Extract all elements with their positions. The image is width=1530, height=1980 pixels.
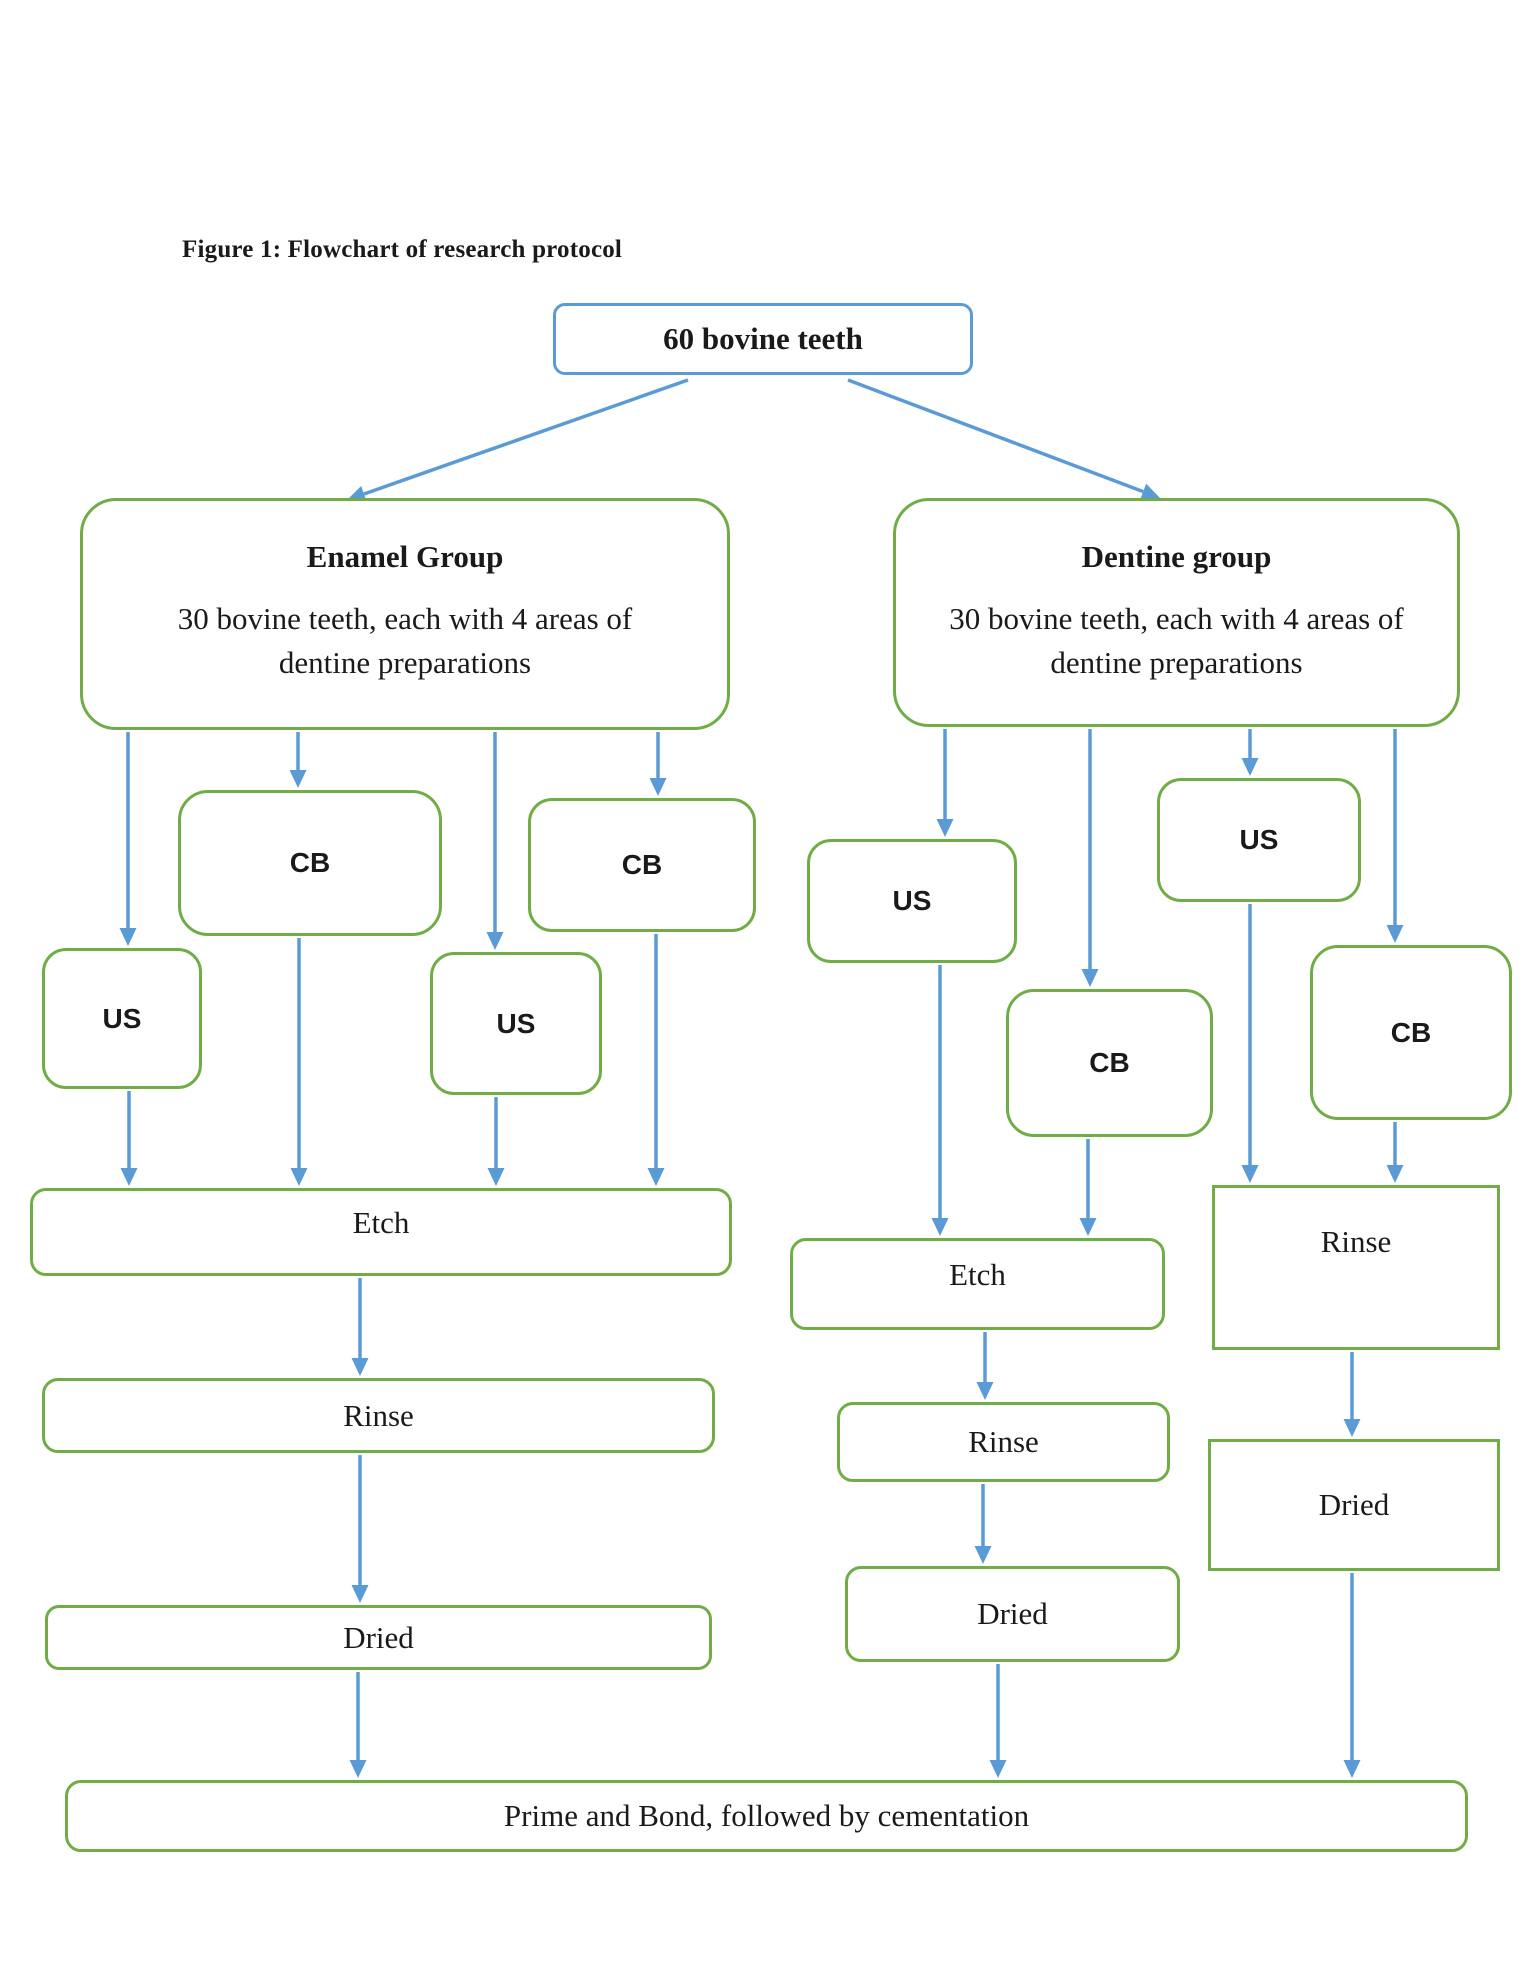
node-dentine-us-a: US (807, 839, 1017, 963)
arrow-cb-b-to-etch-enamel-head (647, 1168, 665, 1186)
node-enamel-us-a: US (42, 948, 202, 1089)
node-60-bovine-teeth: 60 bovine teeth (553, 303, 973, 375)
group-body-line: dentine preparations (1050, 645, 1303, 680)
node-rinse-dentine-right: Rinse (1212, 1185, 1500, 1350)
arrow-us-a-to-etch-enamel-head (120, 1168, 138, 1186)
arrow-enamel-to-us-a-head (119, 928, 137, 946)
node-label: Rinse (968, 1424, 1039, 1459)
figure-caption: Figure 1: Flowchart of research protocol (182, 236, 623, 263)
node-dried-dentine-right: Dried (1208, 1439, 1500, 1571)
arrow-dried-to-final-dentine-head (989, 1760, 1007, 1778)
node-dentine-cb-a: CB (1006, 989, 1213, 1137)
group-title: Enamel Group (306, 539, 504, 574)
node-label: Rinse (1320, 1224, 1392, 1259)
arrow-dentine-to-us-b-head (1241, 758, 1259, 776)
arrow-us-b-to-etch-enamel-head (487, 1168, 505, 1186)
arrow-root-to-dentine (847, 378, 1144, 494)
arrow-dentine-to-us-a-head (936, 819, 954, 837)
node-label: Dried (977, 1596, 1048, 1631)
arrow-us-a-to-etch-dentine-head (931, 1218, 949, 1236)
node-dentine-cb-b: CB (1310, 945, 1512, 1120)
node-dried-enamel: Dried (45, 1605, 712, 1670)
arrow-rinse-to-dried-dentine-head (974, 1546, 992, 1564)
node-etch-enamel: Etch (30, 1188, 732, 1276)
node-enamel-cb-a: CB (178, 790, 442, 936)
arrow-root-to-enamel (363, 378, 689, 496)
node-dried-dentine: Dried (845, 1566, 1180, 1662)
node-enamel-cb-b: CB (528, 798, 756, 932)
group-body-line: dentine preparations (278, 645, 532, 680)
node-label: Etch (949, 1257, 1006, 1292)
node-label: US (1239, 824, 1279, 855)
node-enamel-us-b: US (430, 952, 602, 1095)
node-label: CB (1089, 1047, 1130, 1078)
node-label: US (892, 885, 932, 916)
arrow-etch-to-rinse-dentine-head (976, 1382, 994, 1400)
node-label: CB (621, 849, 663, 880)
node-label: Rinse (343, 1397, 414, 1433)
node-label: 60 bovine teeth (663, 321, 863, 356)
node-label: Etch (352, 1205, 410, 1240)
node-prime-and-bond: Prime and Bond, followed by cementation (65, 1780, 1468, 1852)
arrow-cb-a-to-etch-enamel-head (290, 1168, 308, 1186)
arrow-dentine-to-cb-a-head (1081, 969, 1099, 987)
arrow-etch-to-rinse-enamel-head (351, 1358, 369, 1376)
node-label: Dried (1318, 1487, 1390, 1522)
group-body-line: 30 bovine teeth, each with 4 areas of (177, 601, 633, 636)
arrow-us-b-to-rinse-dentine-head (1241, 1165, 1259, 1183)
node-dentine-group: Dentine group 30 bovine teeth, each with… (893, 498, 1460, 727)
node-label: US (102, 1002, 142, 1034)
group-body: 30 bovine teeth, each with 4 areas of de… (949, 597, 1404, 685)
arrow-enamel-to-cb-b-head (649, 778, 667, 796)
arrow-rinse-to-dried-right-head (1343, 1419, 1361, 1437)
arrow-cb-a-to-etch-dentine-head (1079, 1218, 1097, 1236)
node-rinse-dentine: Rinse (837, 1402, 1170, 1482)
arrow-rinse-to-dried-enamel-head (351, 1585, 369, 1603)
node-rinse-enamel: Rinse (42, 1378, 715, 1453)
node-enamel-group: Enamel Group 30 bovine teeth, each with … (80, 498, 730, 730)
arrow-cb-b-to-rinse-dentine-head (1386, 1165, 1404, 1183)
arrow-dried-to-final-enamel-head (349, 1760, 367, 1778)
node-label: CB (1390, 1016, 1432, 1048)
arrow-enamel-to-us-b-head (486, 932, 504, 950)
node-label: Prime and Bond, followed by cementation (503, 1798, 1030, 1833)
node-label: US (496, 1007, 536, 1039)
arrow-enamel-to-cb-a-head (289, 770, 307, 788)
node-etch-dentine: Etch (790, 1238, 1165, 1330)
node-label: CB (289, 847, 331, 878)
node-dentine-us-b: US (1157, 778, 1361, 902)
node-label: Dried (343, 1619, 414, 1655)
group-body: 30 bovine teeth, each with 4 areas of de… (178, 597, 633, 685)
arrow-dried-to-final-right-head (1343, 1760, 1361, 1778)
arrow-dentine-to-cb-b-head (1386, 925, 1404, 943)
group-body-line: 30 bovine teeth, each with 4 areas of (949, 601, 1404, 636)
group-title: Dentine group (1081, 539, 1272, 574)
